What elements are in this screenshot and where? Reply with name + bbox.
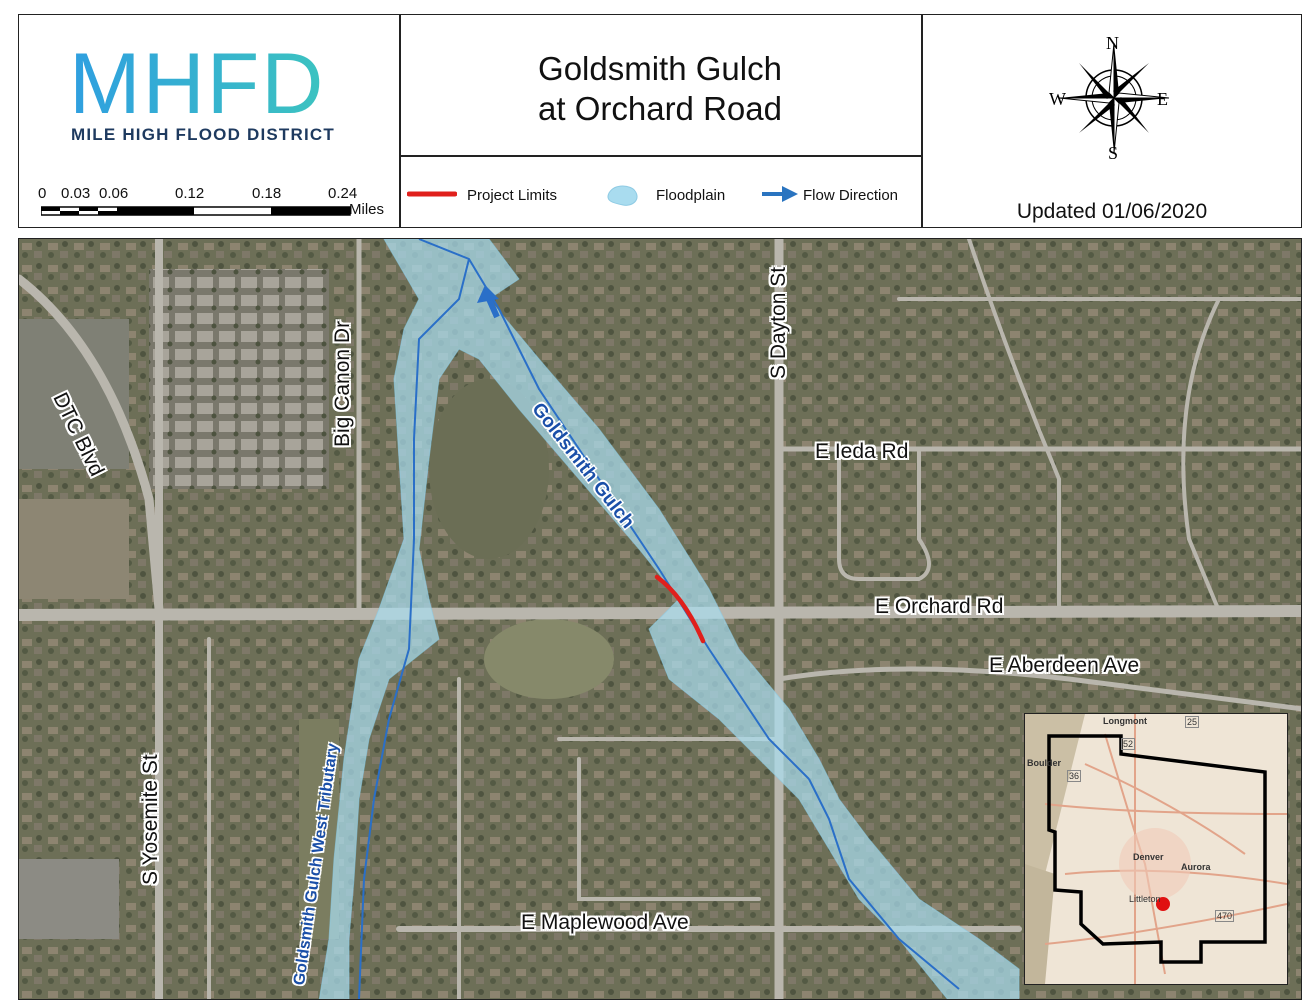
- legend-flow-direction: Flow Direction: [803, 187, 899, 204]
- floodplain-swatch: [607, 185, 638, 206]
- label-e-orchard-rd: E Orchard Rd: [875, 595, 1004, 618]
- map-title: Goldsmith Gulch at Orchard Road: [399, 49, 921, 129]
- inset-label-littleton: Littleton: [1129, 894, 1161, 904]
- inset-label-denver: Denver: [1133, 852, 1164, 862]
- compass-s: S: [1108, 143, 1119, 163]
- title-line-1: Goldsmith Gulch: [538, 50, 782, 87]
- updated-date: Updated 01/06/2020: [1016, 200, 1208, 223]
- inset-shield-36: 36: [1067, 770, 1082, 782]
- compass-e: E: [1157, 89, 1168, 109]
- compass-n: N: [1106, 33, 1119, 53]
- map-header: MHFD MILE HIGH FLOOD DISTRICT Goldsmith …: [18, 14, 1302, 228]
- logo-subtitle: MILE HIGH FLOOD DISTRICT: [71, 125, 335, 144]
- label-big-canon-dr: Big Canon Dr: [331, 320, 354, 447]
- label-e-maplewood-ave: E Maplewood Ave: [521, 911, 689, 934]
- locator-inset-map: Longmont Boulder Denver Aurora Littleton…: [1024, 713, 1288, 985]
- project-limits-line: [654, 574, 706, 644]
- scale-tick: 0.06: [99, 185, 129, 202]
- project-location-marker: [1156, 897, 1170, 911]
- scale-tick: 0: [38, 185, 47, 202]
- divider: [921, 15, 923, 227]
- flow-arrow: [477, 285, 500, 319]
- mhfd-logo: MHFD: [69, 36, 326, 132]
- divider: [399, 15, 401, 227]
- locator-basemap: [1025, 714, 1287, 984]
- scale-tick: 0.03: [61, 185, 91, 202]
- legend-floodplain: Floodplain: [656, 187, 726, 204]
- inset-label-aurora: Aurora: [1181, 862, 1211, 872]
- flow-direction-icon: [762, 186, 798, 202]
- inset-shield-470: 470: [1215, 910, 1235, 922]
- inset-label-boulder: Boulder: [1027, 758, 1062, 768]
- map-panel: DTC Blvd Big Canon Dr S Dayton St E Ieda…: [18, 238, 1302, 1000]
- scale-tick: 0.24: [328, 185, 358, 202]
- inset-label-longmont: Longmont: [1103, 716, 1147, 726]
- compass-w: W: [1049, 89, 1066, 109]
- title-line-2: at Orchard Road: [538, 90, 782, 127]
- project-limits-swatch: [407, 191, 457, 197]
- scale-tick: 0.18: [252, 185, 282, 202]
- inset-shield-52: 52: [1121, 738, 1136, 750]
- label-e-aberdeen-ave: E Aberdeen Ave: [989, 654, 1140, 677]
- scale-bar-graphic: [41, 206, 351, 216]
- inset-shield-25: 25: [1185, 716, 1200, 728]
- label-e-ieda-rd: E Ieda Rd: [815, 440, 909, 463]
- legend-project-limits: Project Limits: [467, 187, 558, 204]
- scale-tick: 0.12: [175, 185, 205, 202]
- label-s-dayton-st: S Dayton St: [767, 266, 790, 379]
- compass-rose-icon: [1058, 42, 1170, 154]
- label-s-yosemite-st: S Yosemite St: [139, 754, 162, 885]
- divider: [399, 155, 921, 157]
- scale-unit: Miles: [349, 201, 385, 218]
